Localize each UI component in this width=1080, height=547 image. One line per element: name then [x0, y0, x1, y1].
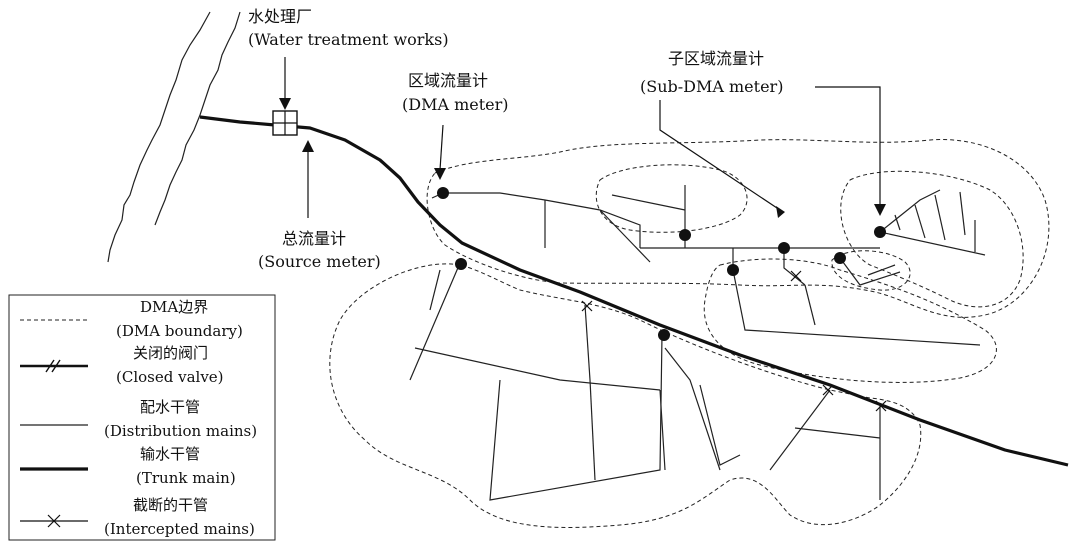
legend-label-cn: DMA边界 — [140, 298, 208, 316]
legend-label-en: (Distribution mains) — [104, 422, 257, 440]
sub-dma-boundary-upper-left — [595, 164, 748, 233]
main-segment — [959, 191, 966, 236]
sub-dma-meter-dot — [778, 242, 790, 254]
source-meter-label-en: (Source meter) — [258, 252, 381, 271]
dma-meter-dot — [437, 187, 449, 199]
dma-meter-label-en: (DMA meter) — [402, 95, 509, 114]
main-segment — [783, 248, 806, 286]
main-segment — [934, 194, 946, 241]
sub-dma-meter-label-cn: 子区域流量计 — [668, 49, 764, 68]
sub-dma-meter-label-en: (Sub-DMA meter) — [640, 77, 783, 96]
intercepted-mains-markers — [581, 270, 887, 412]
legend-label-cn: 关闭的阀门 — [133, 344, 208, 362]
legend-label-cn: 配水干管 — [140, 398, 200, 416]
meter-dot — [874, 226, 886, 238]
main-segment — [879, 189, 941, 233]
main-segment — [409, 262, 461, 381]
main-segment — [839, 257, 901, 286]
water-treatment-works-symbol — [272, 110, 298, 136]
trunk-main — [199, 115, 1069, 467]
water-treatment-label-cn: 水处理厂 — [248, 7, 312, 26]
main-segment — [867, 264, 896, 276]
cross-marker — [822, 384, 834, 396]
cross-marker — [875, 400, 887, 412]
main-segment — [894, 214, 901, 231]
annotation-arrows — [279, 57, 886, 218]
main-segment — [589, 379, 596, 481]
river-bank-left — [107, 11, 211, 263]
sub-dma-boundary-right — [840, 170, 1024, 308]
dma-meter-label-cn: 区域流量计 — [408, 71, 488, 90]
meter-dot — [455, 258, 467, 270]
sub-dma-boundary-middle — [703, 258, 997, 383]
dma-boundary-lower — [329, 263, 922, 528]
legend-label-en: (Intercepted mains) — [104, 520, 255, 538]
labels: 水处理厂 (Water treatment works) 总流量计 (Sourc… — [248, 7, 783, 271]
meter-dot — [834, 252, 846, 264]
main-segment — [414, 347, 661, 391]
main-segment — [914, 204, 926, 239]
legend-symbol-intercepted-main — [20, 514, 88, 528]
meter-dot — [727, 264, 739, 276]
sub-dma-boundary-small — [831, 250, 911, 291]
meters — [437, 187, 886, 341]
source-meter-label-cn: 总流量计 — [282, 229, 346, 248]
legend-label-en: (Trunk main) — [136, 469, 236, 487]
main-segment — [429, 269, 441, 311]
main-segment — [584, 304, 591, 381]
distribution-mains — [409, 185, 986, 501]
dma-boundary-upper — [426, 139, 1050, 318]
main-segment — [804, 284, 816, 326]
main-segment — [659, 389, 666, 471]
main-segment — [599, 209, 651, 263]
legend-label-en: (Closed valve) — [116, 368, 224, 386]
dma-boundaries — [329, 139, 1050, 528]
meter-dot — [658, 329, 670, 341]
river-bank-right — [154, 11, 241, 226]
main-segment — [489, 334, 663, 501]
legend-frame — [8, 294, 276, 541]
main-segment — [769, 389, 831, 471]
legend-label-en: (DMA boundary) — [116, 322, 243, 340]
water-treatment-label-en: (Water treatment works) — [248, 30, 449, 49]
main-segment — [794, 427, 881, 439]
main-segment — [664, 347, 721, 471]
main-segment — [732, 248, 981, 346]
main-segment — [443, 192, 641, 248]
legend-label-cn: 输水干管 — [140, 445, 200, 463]
main-segment — [879, 231, 986, 256]
legend: DMA边界 (DMA boundary) 关闭的阀门 (Closed valve… — [8, 294, 276, 541]
cross-marker — [790, 270, 802, 282]
legend-symbol-closed-valve — [20, 359, 88, 373]
meter-dot — [679, 229, 691, 241]
main-segment — [611, 194, 686, 211]
cross-marker — [581, 300, 593, 312]
main-segment — [699, 384, 741, 466]
legend-label-cn: 截断的干管 — [133, 496, 208, 514]
